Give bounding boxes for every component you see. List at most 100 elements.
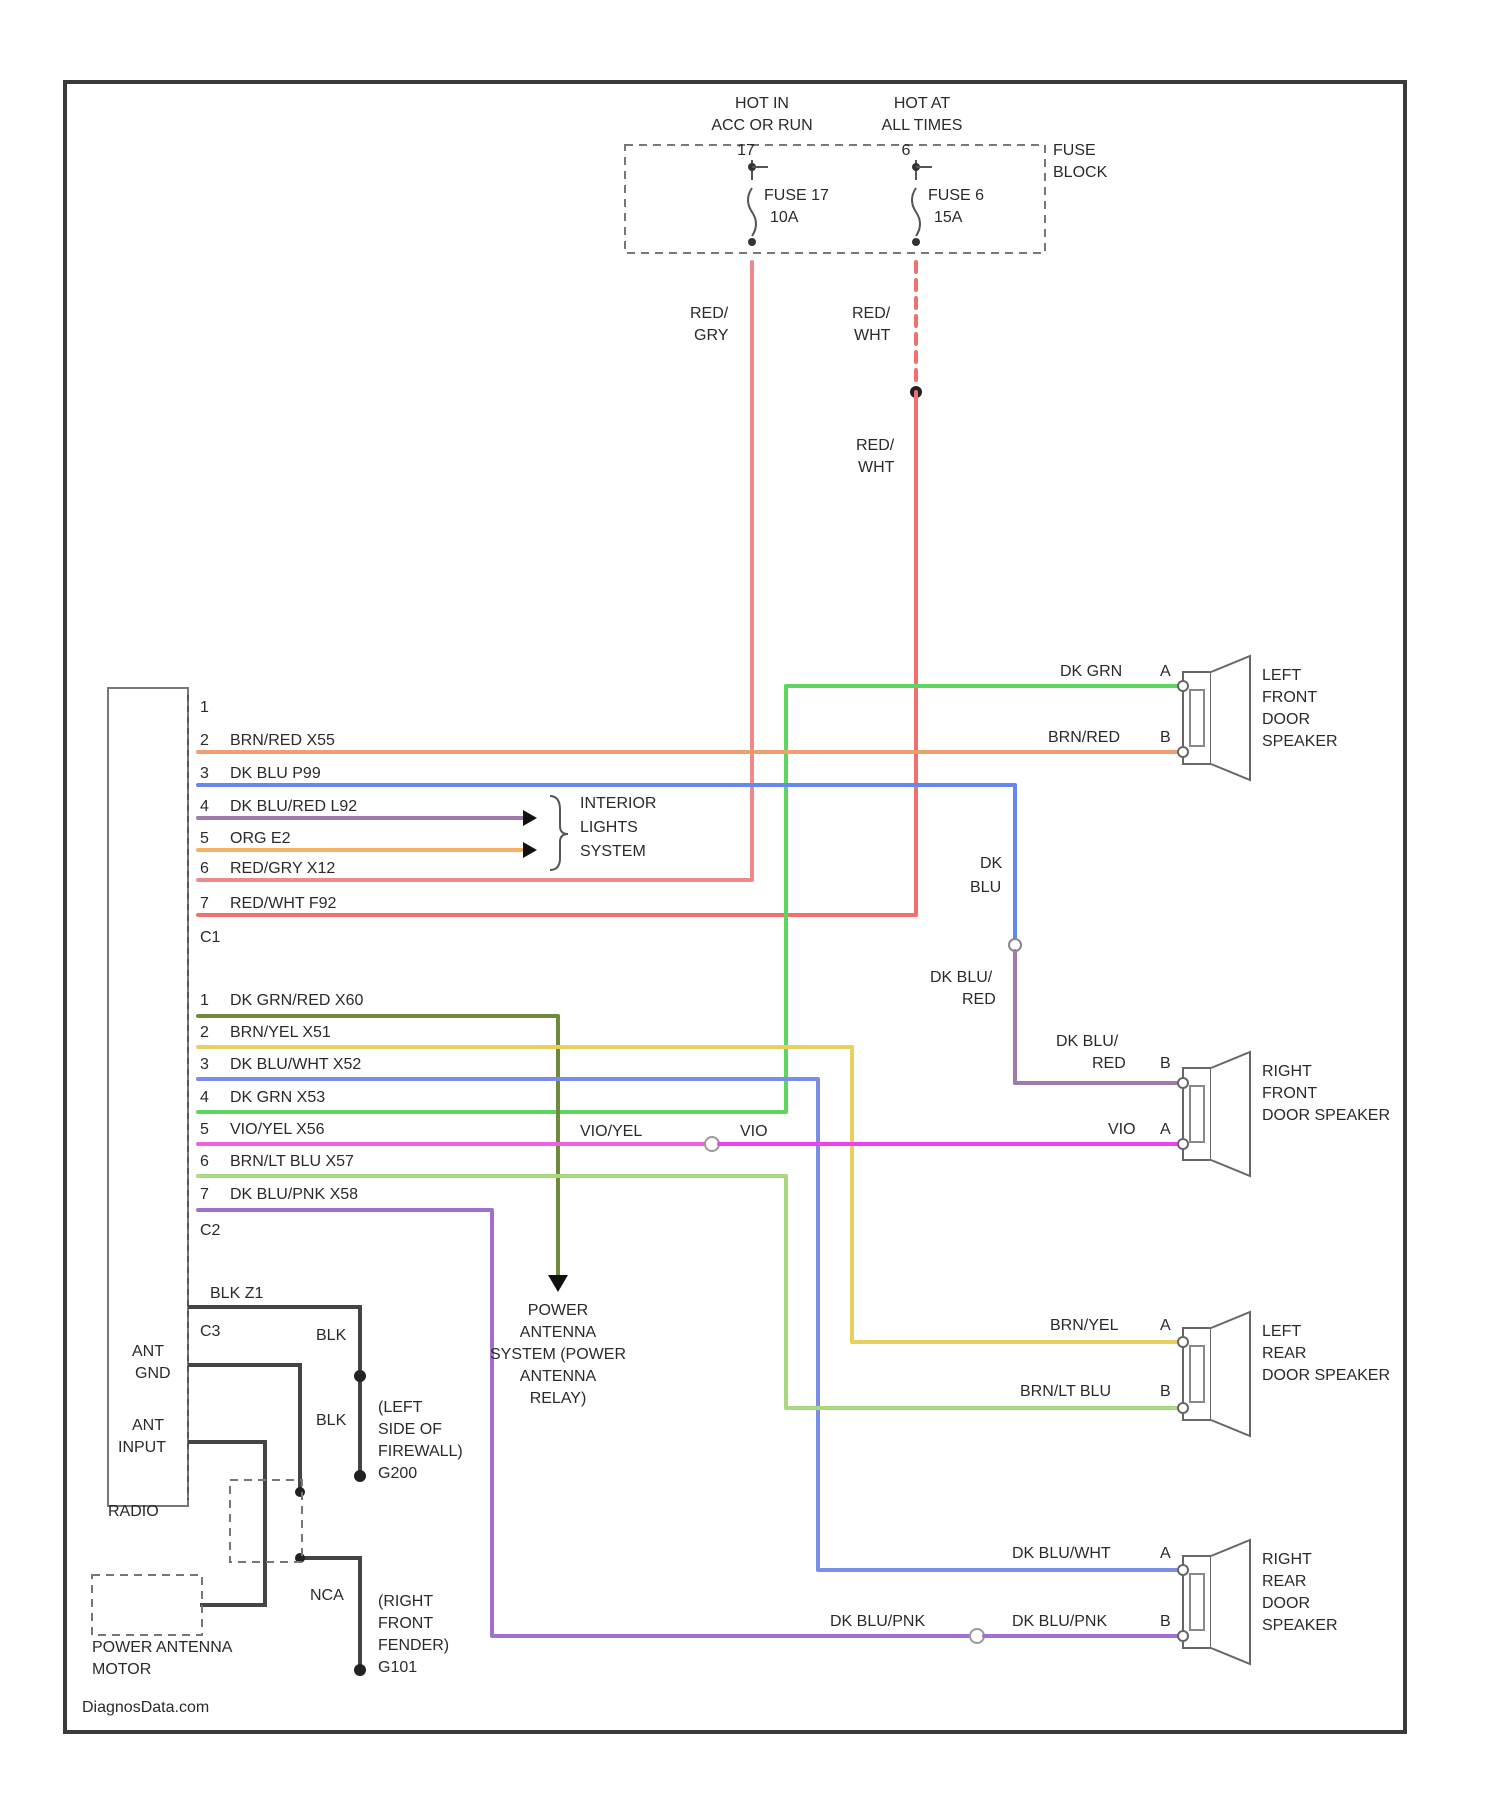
ant-input-2: INPUT	[118, 1439, 166, 1456]
label-blk-z1: BLK Z1	[210, 1285, 263, 1302]
c2-pin-3: 3	[200, 1056, 209, 1073]
lf-pin-a: A	[1160, 663, 1171, 680]
label-red-wht-top-1: RED/	[852, 305, 891, 322]
rr-name-3: DOOR	[1262, 1595, 1310, 1612]
g200-line-1: (LEFT	[378, 1399, 423, 1416]
c2-pin-4: 4	[200, 1089, 209, 1106]
speaker-right-rear: DK BLU/WHT A B RIGHT REAR DOOR SPEAKER	[1012, 1540, 1338, 1664]
rr-name-2: REAR	[1262, 1573, 1306, 1590]
wire-dk-blu-pnk	[198, 1210, 970, 1636]
power-antenna-relay: POWER ANTENNA SYSTEM (POWER ANTENNA RELA…	[490, 1302, 626, 1407]
fuse-block: HOT IN ACC OR RUN HOT AT ALL TIMES FUSE …	[625, 95, 1108, 253]
g200-line-3: FIREWALL)	[378, 1443, 463, 1460]
label-dk-blu-red-2: RED	[962, 991, 996, 1008]
label-vio: VIO	[740, 1123, 768, 1140]
c2-pin-6: 6	[200, 1153, 209, 1170]
wire-red-wht	[198, 392, 916, 915]
feed1-line1: HOT IN	[735, 95, 789, 112]
speaker-icon	[1178, 656, 1250, 780]
c1-pin-6-label: RED/GRY X12	[230, 860, 335, 877]
rf-name-1: RIGHT	[1262, 1063, 1312, 1080]
ground-left-firewall: (LEFT SIDE OF FIREWALL) G200	[378, 1399, 463, 1482]
c3-name: C3	[200, 1323, 221, 1340]
fuse1-name: FUSE 17	[764, 187, 829, 204]
c1-pin-6: 6	[200, 860, 209, 877]
rr-pin-a: A	[1160, 1545, 1171, 1562]
c1-pin-2-label: BRN/RED X55	[230, 732, 335, 749]
relay-line-2: ANTENNA	[520, 1324, 597, 1341]
c2-pin-1-label: DK GRN/RED X60	[230, 992, 363, 1009]
splice-ant-gnd	[295, 1487, 305, 1497]
lf-name-4: SPEAKER	[1262, 733, 1338, 750]
lr-name-1: LEFT	[1262, 1323, 1301, 1340]
lf-name-1: LEFT	[1262, 667, 1301, 684]
rr-pin-b: B	[1160, 1613, 1171, 1630]
lf-wire-a-label: DK GRN	[1060, 663, 1122, 680]
wire-ant-gnd	[188, 1365, 300, 1490]
arrow-relay	[548, 1275, 568, 1292]
ground-g200	[354, 1470, 366, 1482]
c2-pin-3-label: DK BLU/WHT X52	[230, 1056, 361, 1073]
radio-label: RADIO	[108, 1503, 159, 1520]
watermark: DiagnosData.com	[82, 1699, 209, 1716]
label-red-wht-mid-2: WHT	[858, 459, 895, 476]
ant-gnd-2: GND	[135, 1365, 171, 1382]
label-red-gry-2: GRY	[694, 327, 729, 344]
feed1-line2: ACC OR RUN	[711, 117, 812, 134]
label-red-wht-top-2: WHT	[854, 327, 891, 344]
lr-wire-a-label: BRN/YEL	[1050, 1317, 1119, 1334]
interior-lights-3: SYSTEM	[580, 843, 646, 860]
speaker-left-rear: BRN/YEL A BRN/LT BLU B LEFT REAR DOOR SP…	[1020, 1312, 1390, 1436]
speaker-icon	[1178, 1540, 1250, 1664]
interior-lights-1: INTERIOR	[580, 795, 656, 812]
label-dk-blu-pnk: DK BLU/PNK	[830, 1613, 925, 1630]
label-blk-2: BLK	[316, 1412, 347, 1429]
c1-pin-3-label: DK BLU P99	[230, 765, 321, 782]
lf-wire-b-label: BRN/RED	[1048, 729, 1120, 746]
relay-line-4: ANTENNA	[520, 1368, 597, 1385]
g101-line-1: (RIGHT	[378, 1593, 433, 1610]
c1-pin-3: 3	[200, 765, 209, 782]
ground-right-fender: (RIGHT FRONT FENDER) G101	[378, 1593, 449, 1676]
rf-name-3: DOOR SPEAKER	[1262, 1107, 1390, 1124]
c1-pin-7-label: RED/WHT F92	[230, 895, 336, 912]
lr-wire-b-label: BRN/LT BLU	[1020, 1383, 1111, 1400]
c2-pin-2: 2	[200, 1024, 209, 1041]
label-dk-blu-1: DK	[980, 855, 1003, 872]
rr-name-1: RIGHT	[1262, 1551, 1312, 1568]
speaker-right-front: DK BLU/ RED B VIO A RIGHT FRONT DOOR SPE…	[1056, 1033, 1390, 1176]
c1-pin-4-label: DK BLU/RED L92	[230, 798, 357, 815]
label-red-gry-1: RED/	[690, 305, 729, 322]
c1-pin-1: 1	[200, 699, 209, 716]
lr-name-3: DOOR SPEAKER	[1262, 1367, 1390, 1384]
speaker-icon	[1178, 1052, 1250, 1176]
relay-line-1: POWER	[528, 1302, 588, 1319]
label-nca: NCA	[310, 1587, 344, 1604]
power-antenna-motor-box	[92, 1575, 202, 1635]
ant-gnd-1: ANT	[132, 1343, 164, 1360]
c1-pin-5: 5	[200, 830, 209, 847]
ant-input-1: ANT	[132, 1417, 164, 1434]
connector-vio	[705, 1137, 719, 1151]
c1-name: C1	[200, 929, 221, 946]
lf-pin-b: B	[1160, 729, 1171, 746]
c2-pin-4-label: DK GRN X53	[230, 1089, 325, 1106]
rf-wire-b-label-2: RED	[1092, 1055, 1126, 1072]
ground-g101	[354, 1664, 366, 1676]
c2-pin-2-label: BRN/YEL X51	[230, 1024, 331, 1041]
g200-line-2: SIDE OF	[378, 1421, 442, 1438]
fuse-block-label-2: BLOCK	[1053, 164, 1108, 181]
radio-unit: RADIO	[108, 688, 188, 1520]
label-dk-blu-pnk-2: DK BLU/PNK	[1012, 1613, 1107, 1630]
fuse2-pin: 6	[902, 142, 911, 159]
rf-pin-a: A	[1160, 1121, 1171, 1138]
relay-line-5: RELAY)	[530, 1390, 587, 1407]
feed2-line2: ALL TIMES	[882, 117, 963, 134]
c2-pin-6-label: BRN/LT BLU X57	[230, 1153, 354, 1170]
fuse1-rating: 10A	[770, 209, 799, 226]
c2-name: C2	[200, 1222, 221, 1239]
motor-line-2: MOTOR	[92, 1661, 151, 1678]
rr-wire-a-label: DK BLU/WHT	[1012, 1545, 1111, 1562]
g101-line-3: FENDER)	[378, 1637, 449, 1654]
g101-line-2: FRONT	[378, 1615, 433, 1632]
